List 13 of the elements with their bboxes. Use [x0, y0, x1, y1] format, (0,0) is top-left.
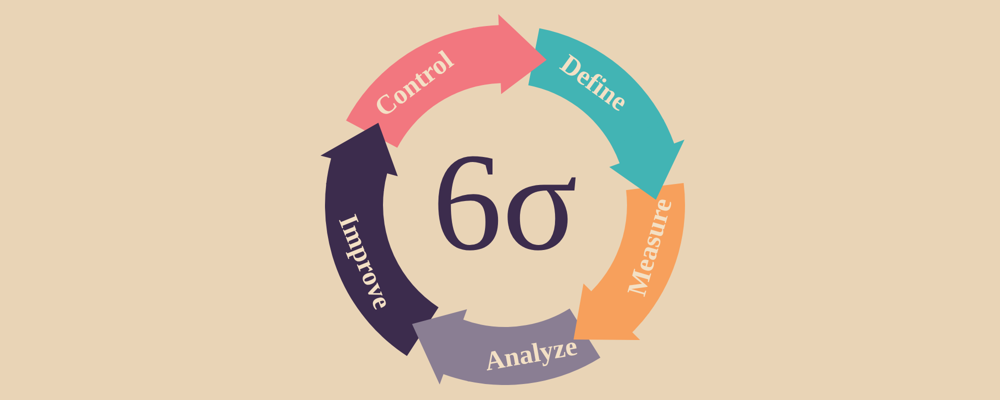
- cycle-segment: [325, 183, 439, 356]
- cycle-segment: [346, 27, 484, 148]
- center-label: 6σ: [432, 133, 578, 273]
- segment-label: Analyze: [483, 332, 580, 376]
- arrowhead: [412, 309, 480, 384]
- arrowhead: [320, 122, 398, 191]
- segment-label: Measure: [623, 194, 677, 298]
- cycle-segment: [467, 308, 601, 385]
- cycle-segment: [602, 183, 685, 314]
- arrowhead: [574, 278, 650, 340]
- cycle-segment: [528, 28, 664, 148]
- arrowhead: [609, 119, 684, 200]
- arrowhead: [472, 14, 547, 94]
